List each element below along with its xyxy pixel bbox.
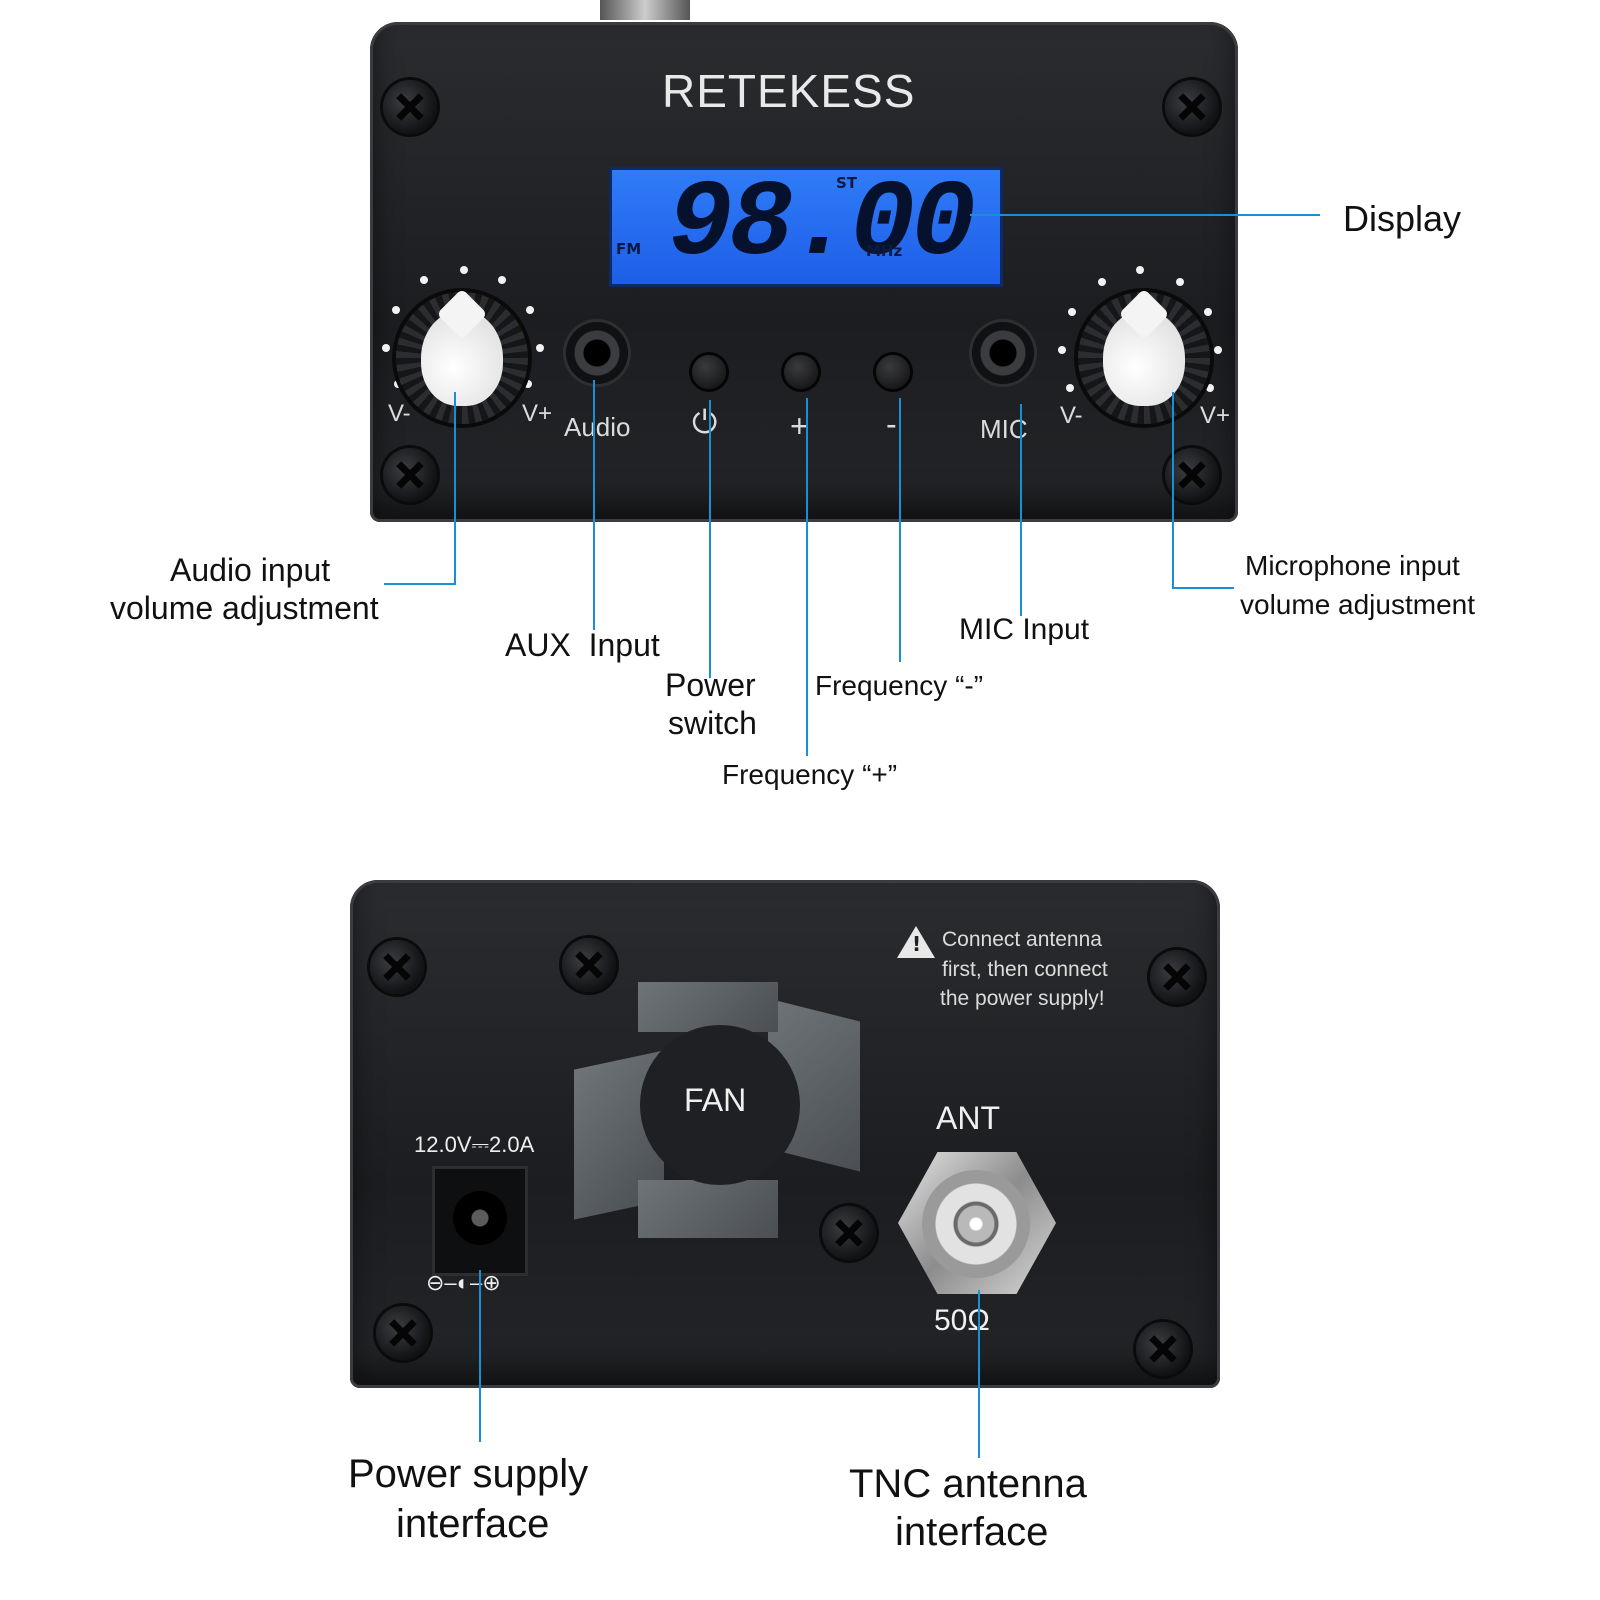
- callout-audio-volume-line1: Audio input: [170, 552, 331, 588]
- scale-dot: [1058, 346, 1066, 354]
- leader-line-audio-volume: [384, 583, 456, 585]
- mic-jack[interactable]: [972, 322, 1034, 384]
- scale-dot: [1204, 308, 1212, 316]
- scale-dot: [460, 266, 468, 274]
- fan-hub: [640, 1025, 800, 1185]
- callout-power-supply-line2: interface: [396, 1502, 550, 1546]
- warning-line-2: first, then connect: [942, 958, 1108, 981]
- frequency-unit: MHz: [866, 242, 903, 260]
- leader-line-audio-volume: [454, 392, 456, 584]
- leader-line-minus: [899, 398, 901, 662]
- leader-line-display: [970, 214, 1320, 216]
- leader-line-mic-volume: [1172, 392, 1174, 588]
- warning-icon: !: [897, 926, 935, 958]
- power-button[interactable]: [692, 355, 726, 389]
- dc-power-jack[interactable]: [432, 1166, 528, 1276]
- screw-icon: [370, 940, 424, 994]
- callout-power-supply-line1: Power supply: [348, 1452, 589, 1496]
- frequency-plus-button[interactable]: [784, 355, 818, 389]
- scale-dot: [392, 306, 400, 314]
- brand-logo: RETEKESS: [662, 65, 916, 117]
- callout-mic-volume-line2: volume adjustment: [1240, 589, 1476, 620]
- leader-line-tnc: [978, 1290, 980, 1458]
- band-indicator: FM: [616, 240, 642, 258]
- leader-line-mic: [1020, 404, 1022, 616]
- plus-label: +: [790, 408, 809, 444]
- scale-dot: [420, 276, 428, 284]
- callout-power-line2: switch: [668, 705, 757, 741]
- scale-dot: [382, 344, 390, 352]
- screw-icon: [1165, 80, 1219, 134]
- callout-mic-volume-line1: Microphone input: [1245, 550, 1460, 581]
- callout-aux-input: AUX Input: [505, 627, 660, 663]
- leader-line-aux: [593, 380, 595, 630]
- lcd-display: ST FM 98.00 MHz: [609, 164, 1003, 287]
- leader-line-power-supply: [479, 1270, 481, 1442]
- scale-dot: [1068, 308, 1076, 316]
- screw-icon: [1165, 448, 1219, 502]
- left-knob-max-label: V+: [522, 400, 553, 427]
- scale-dot: [1214, 346, 1222, 354]
- right-knob-min-label: V-: [1060, 402, 1083, 429]
- screw-icon: [383, 80, 437, 134]
- scale-dot: [1136, 266, 1144, 274]
- minus-label: -: [886, 406, 897, 442]
- callout-display: Display: [1343, 198, 1462, 239]
- leader-line-power: [709, 400, 711, 678]
- leader-line-mic-volume: [1172, 587, 1234, 589]
- scale-dot: [1098, 278, 1106, 286]
- callout-audio-volume-line2: volume adjustment: [110, 590, 379, 626]
- audio-jack[interactable]: [566, 322, 628, 384]
- scale-dot: [526, 306, 534, 314]
- screw-icon: [1150, 950, 1204, 1004]
- scale-dot: [536, 344, 544, 352]
- scale-dot: [524, 380, 532, 388]
- right-knob-max-label: V+: [1200, 402, 1231, 429]
- callout-freq-minus: Frequency “-”: [815, 670, 984, 701]
- antenna-label: ANT: [936, 1100, 1000, 1136]
- power-icon: ⏻: [692, 404, 718, 440]
- fan-label: FAN: [684, 1082, 747, 1118]
- power-rating-label: 12.0V⎓2.0A: [414, 1132, 535, 1157]
- callout-tnc-line1: TNC antenna: [849, 1462, 1087, 1506]
- warning-line-3: the power supply!: [940, 987, 1105, 1010]
- fan-housing: [568, 980, 868, 1240]
- polarity-icon: ⊖–◐–⊕: [426, 1270, 501, 1295]
- left-knob-min-label: V-: [388, 400, 411, 427]
- scale-dot: [1206, 384, 1214, 392]
- leader-line-plus: [806, 398, 808, 756]
- mic-volume-knob[interactable]: [1078, 292, 1210, 424]
- screw-icon: [376, 1306, 430, 1360]
- audio-volume-knob[interactable]: [396, 292, 528, 424]
- antenna-stub: [600, 0, 690, 20]
- callout-freq-plus: Frequency “+”: [722, 759, 898, 790]
- warning-line-1: Connect antenna: [942, 928, 1102, 951]
- screw-icon: [1136, 1322, 1190, 1376]
- audio-jack-label: Audio: [564, 412, 631, 442]
- scale-dot: [498, 276, 506, 284]
- screw-icon: [383, 448, 437, 502]
- frequency-readout: 98.00: [668, 164, 976, 286]
- frequency-minus-button[interactable]: [876, 355, 910, 389]
- callout-tnc-line2: interface: [895, 1510, 1049, 1554]
- screw-icon: [822, 1206, 876, 1260]
- screw-icon: [562, 938, 616, 992]
- tnc-antenna-socket: [922, 1170, 1030, 1278]
- scale-dot: [1176, 278, 1184, 286]
- impedance-label: 50Ω: [934, 1304, 990, 1337]
- mic-jack-label: MIC: [980, 414, 1028, 444]
- callout-mic-input: MIC Input: [959, 613, 1090, 646]
- stereo-indicator: ST: [836, 174, 858, 192]
- scale-dot: [394, 380, 402, 388]
- callout-power-line1: Power: [665, 667, 756, 703]
- scale-dot: [1066, 384, 1074, 392]
